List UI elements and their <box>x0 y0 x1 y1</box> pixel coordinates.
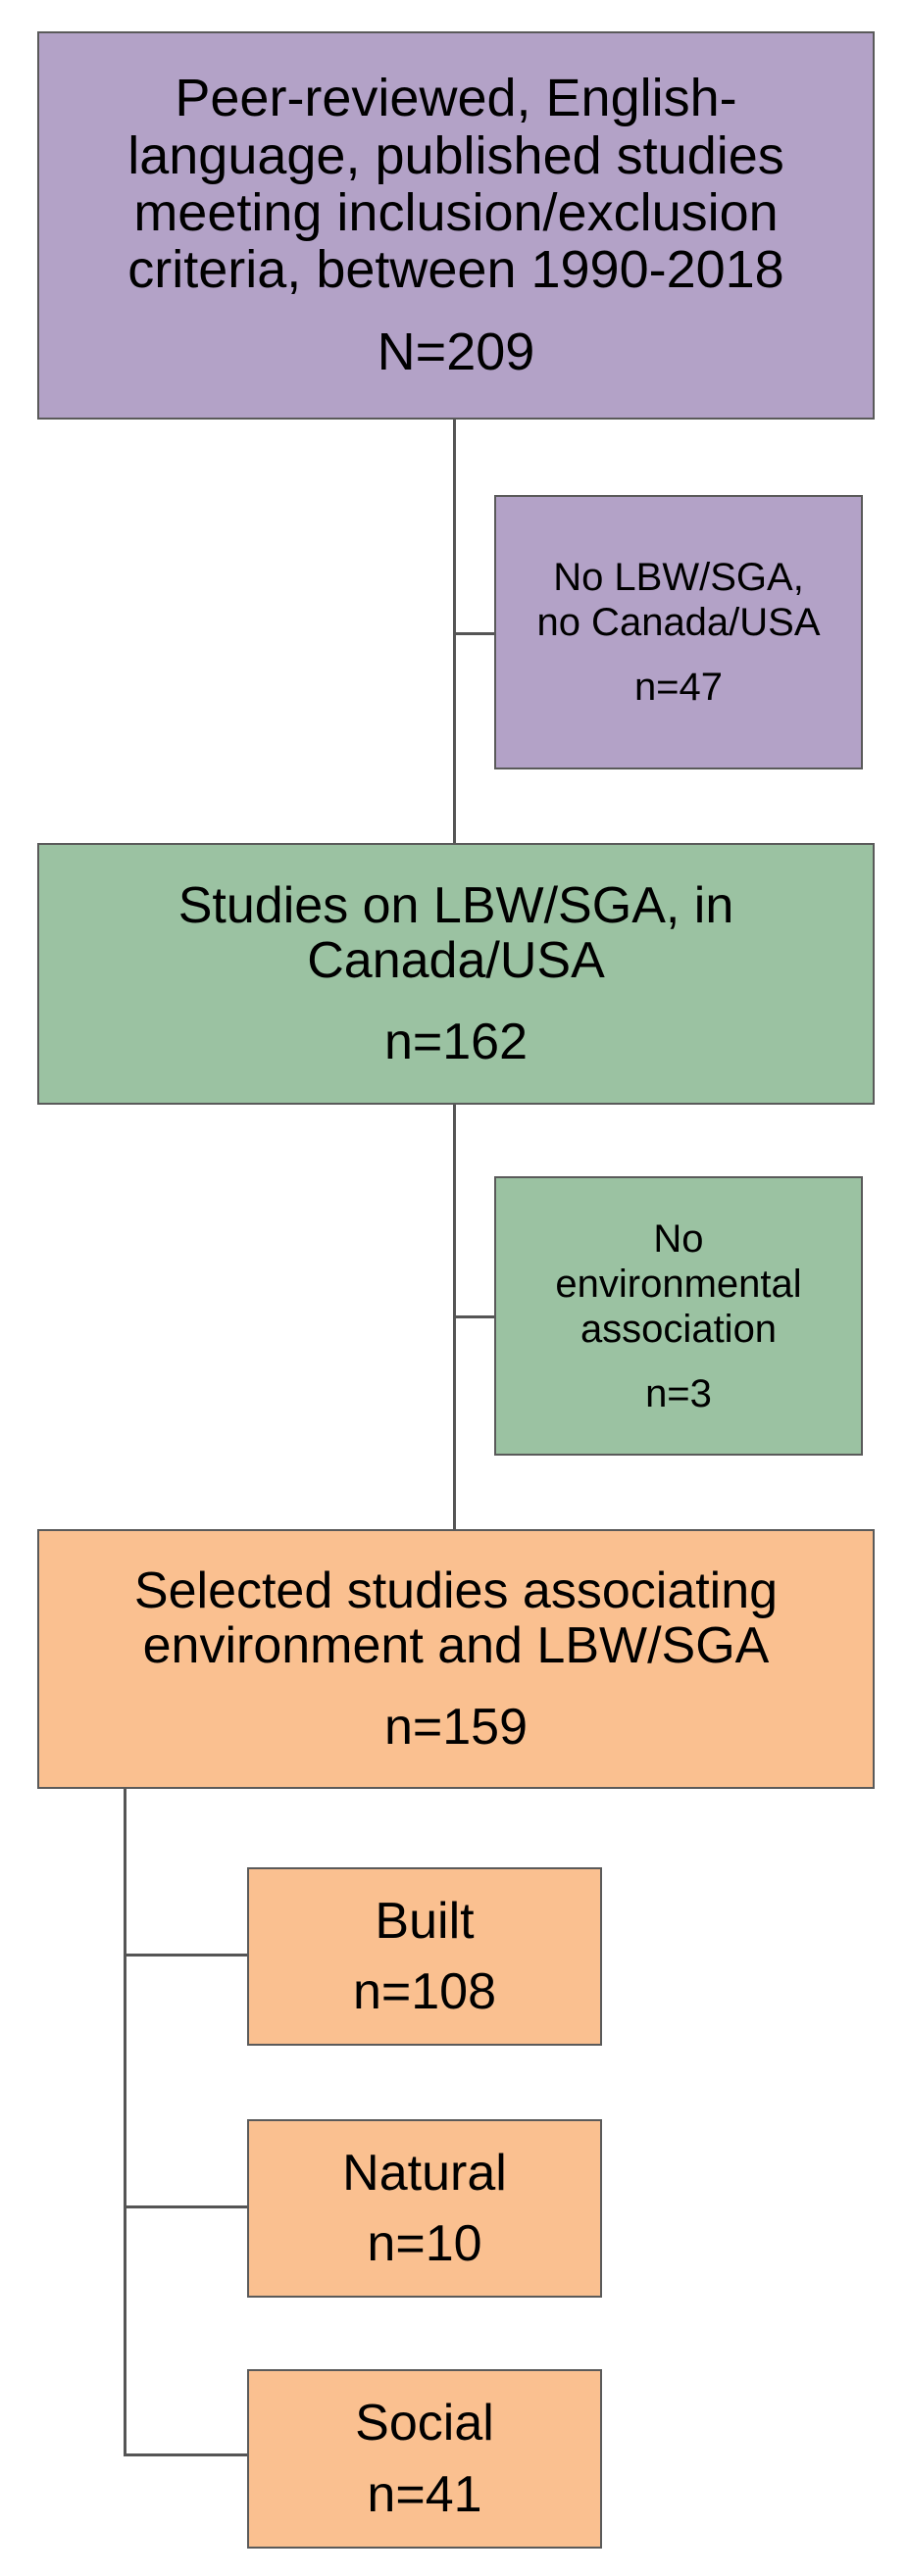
excluded-2-count: n=3 <box>645 1371 712 1415</box>
initial-count: N=209 <box>377 322 535 382</box>
social-count: n=41 <box>367 2465 482 2523</box>
initial-line-1: Peer-reviewed, English- <box>175 69 737 128</box>
excluded-2-line-3: association <box>579 1307 778 1351</box>
connector-branch-built <box>124 1954 247 1957</box>
included-1-count: n=162 <box>383 1013 529 1070</box>
built-category-box: Built n=108 <box>247 1867 602 2046</box>
connector-branch-excluded-1 <box>453 632 494 635</box>
connector-branch-excluded-2 <box>453 1315 494 1318</box>
excluded-no-environment-box: No environmental association n=3 <box>494 1176 863 1456</box>
built-count: n=108 <box>352 1963 497 2020</box>
included-1-line-1: Studies on LBW/SGA, in <box>177 877 734 935</box>
social-category-box: Social n=41 <box>247 2369 602 2549</box>
natural-count: n=10 <box>367 2215 482 2272</box>
included-1-line-2: Canada/USA <box>307 932 605 990</box>
connector-branch-natural <box>124 2205 247 2208</box>
initial-line-4: criteria, between 1990-2018 <box>127 240 784 300</box>
excluded-1-line-2: no Canada/USA <box>536 601 821 644</box>
selected-studies-box: Selected studies associating environment… <box>37 1529 875 1789</box>
initial-line-3: meeting inclusion/exclusion <box>133 182 779 242</box>
connector-category-trunk <box>124 1789 126 2455</box>
initial-studies-box: Peer-reviewed, English- language, publis… <box>37 31 875 420</box>
excluded-2-line-1: No <box>653 1216 704 1261</box>
selected-line-1: Selected studies associating <box>133 1562 779 1620</box>
natural-label: Natural <box>342 2144 507 2202</box>
connector-branch-social <box>124 2453 247 2456</box>
excluded-1-count: n=47 <box>633 666 724 709</box>
connector-main-1 <box>453 420 456 843</box>
social-label: Social <box>355 2395 494 2452</box>
initial-line-2: language, published studies <box>127 125 784 185</box>
excluded-2-line-2: environmental <box>555 1262 802 1306</box>
lbw-studies-box: Studies on LBW/SGA, in Canada/USA n=162 <box>37 843 875 1105</box>
selected-count: n=159 <box>383 1698 529 1756</box>
natural-category-box: Natural n=10 <box>247 2119 602 2298</box>
excluded-no-lbw-box: No LBW/SGA, no Canada/USA n=47 <box>494 495 863 769</box>
excluded-1-line-1: No LBW/SGA, <box>553 556 804 599</box>
selected-line-2: environment and LBW/SGA <box>142 1617 770 1675</box>
built-label: Built <box>375 1892 475 1950</box>
